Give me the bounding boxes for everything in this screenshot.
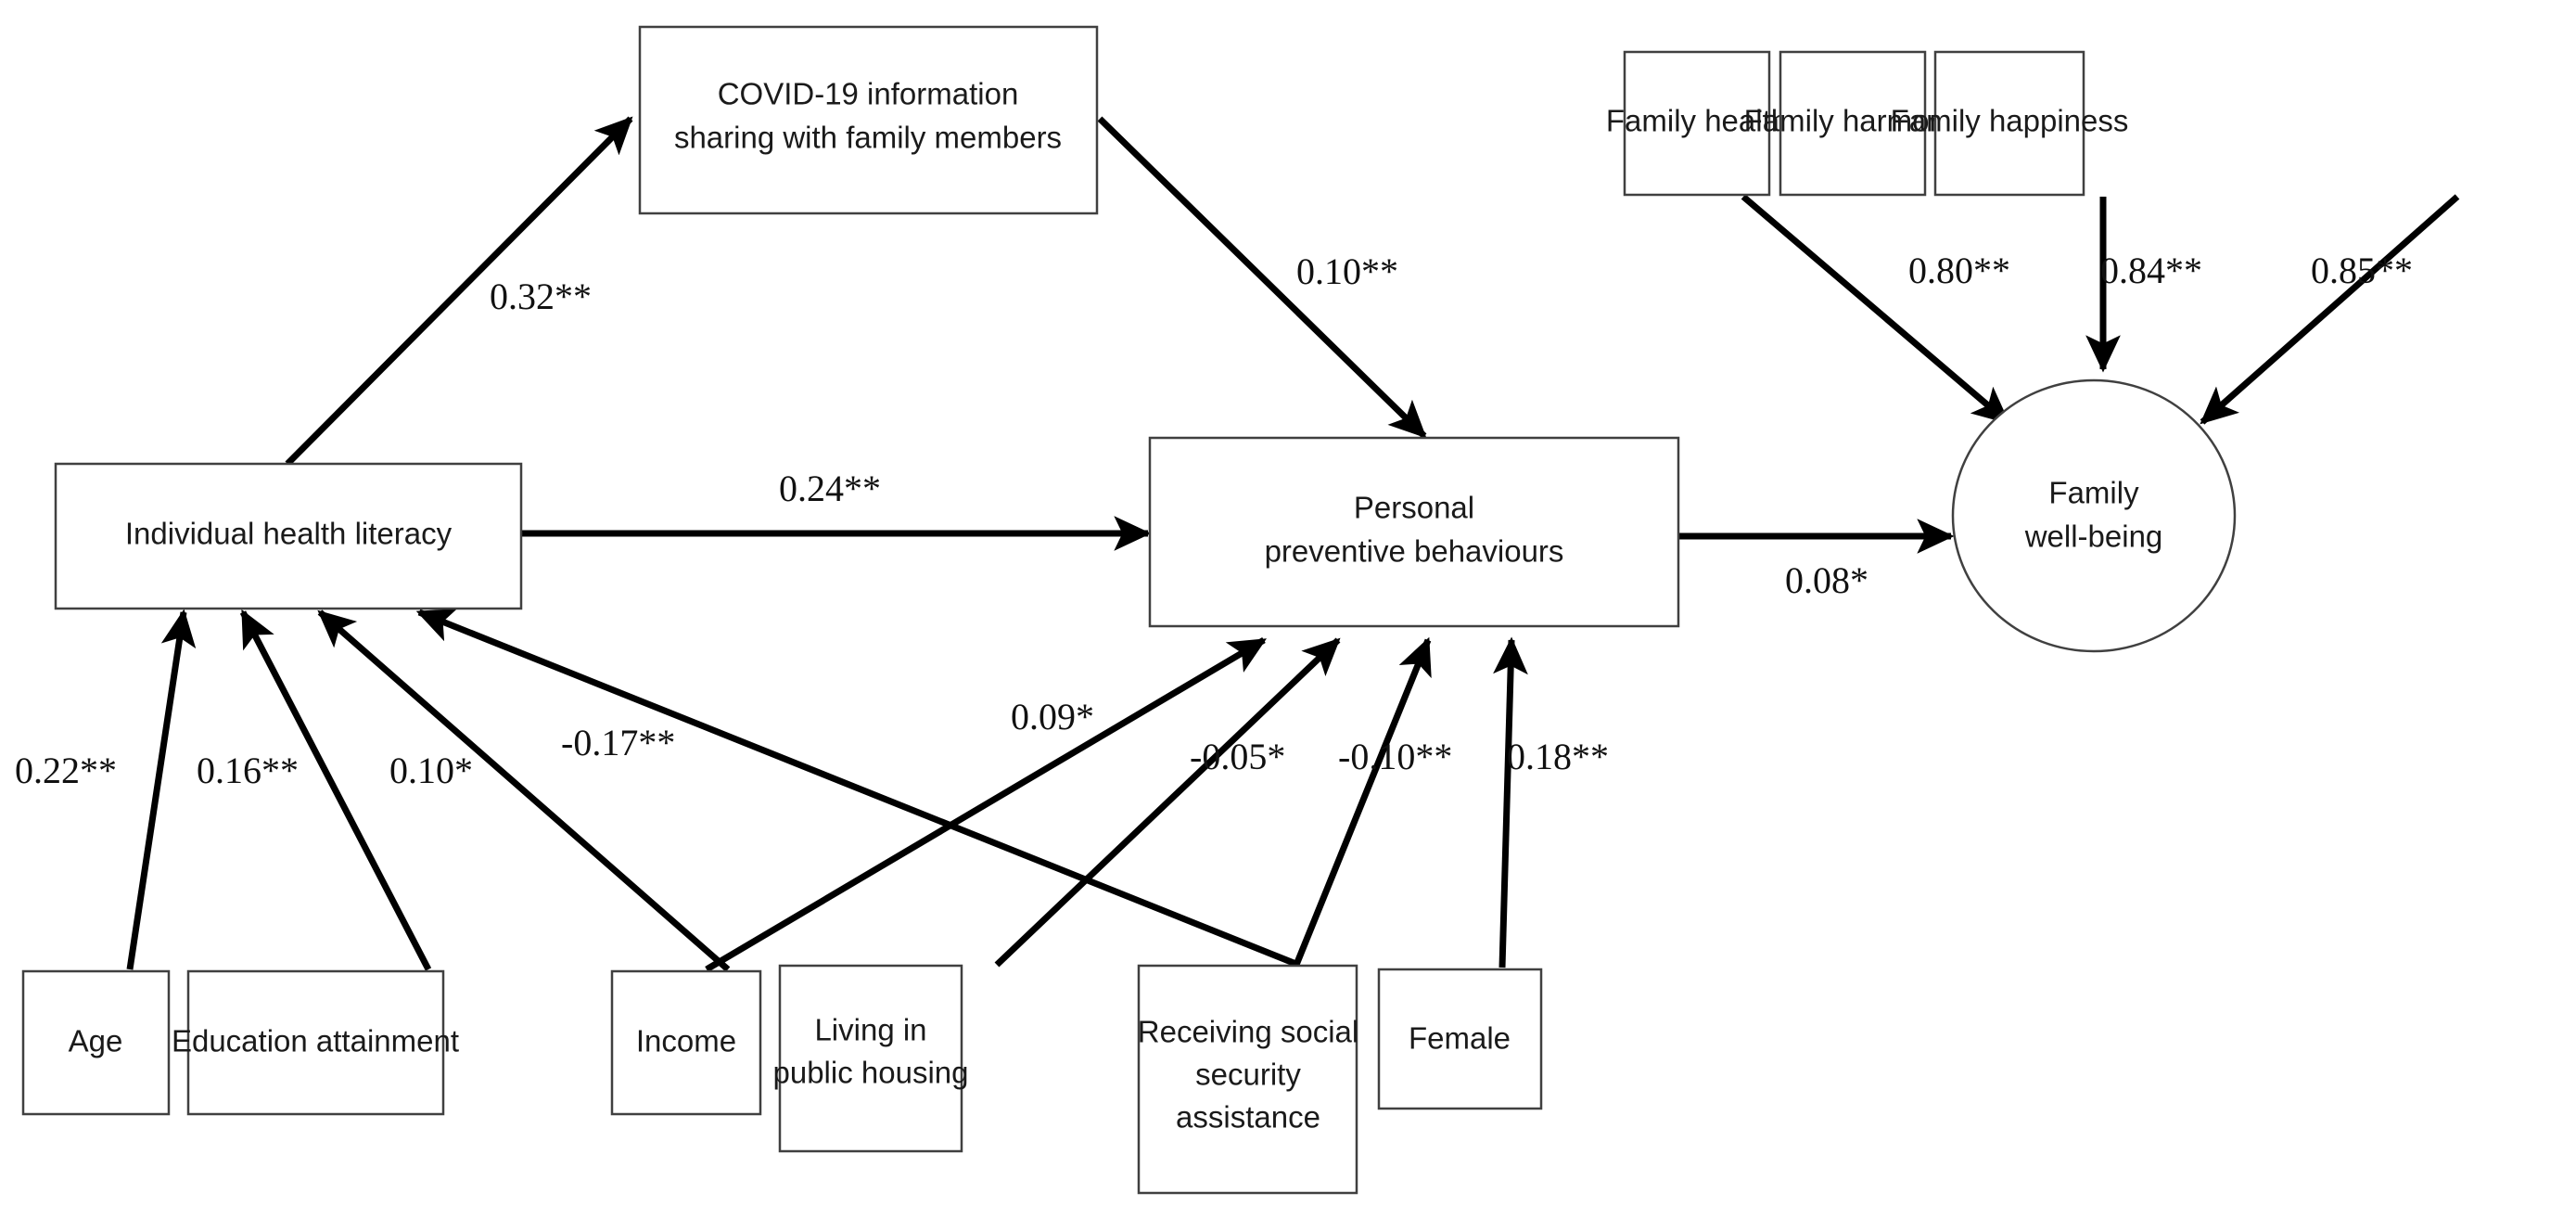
node-rect-family-harmony[interactable] (1779, 50, 1927, 197)
node-family-happiness[interactable]: Family happiness (1891, 50, 2129, 197)
path-line-health-to-wb (1741, 194, 2010, 425)
coef-label-age-to-hl: 0.22** (15, 750, 117, 791)
node-receiving-social-security-assistance[interactable]: Receiving social security assistance (1137, 964, 1358, 1195)
node-rect-public-housing[interactable] (778, 964, 963, 1153)
node-family-health[interactable]: Family health (1606, 50, 1788, 197)
node-label-preventive-line2: preventive behaviours (1265, 534, 1564, 569)
node-family-well-being[interactable]: Family well-being (1951, 378, 2237, 653)
path-lines-layer (126, 116, 2460, 973)
coef-label-covid-to-prev: 0.10** (1296, 250, 1398, 292)
node-label-female: Female (1409, 1021, 1511, 1056)
node-living-in-public-housing[interactable]: Living in public housing (773, 964, 969, 1153)
node-label-family-happiness: Family happiness (1891, 104, 2129, 138)
path-line-socsec-to-hl (415, 609, 1300, 968)
coef-label-happiness-to-wb: 0.85** (2311, 250, 2413, 291)
node-individual-health-literacy[interactable]: Individual health literacy (54, 462, 523, 610)
node-label-family-harmony: Family harmony (1744, 104, 1962, 138)
node-rect-age[interactable] (21, 969, 171, 1116)
node-label-wellbeing-line1: Family (2048, 476, 2139, 510)
node-rect-covid-sharing[interactable] (638, 25, 1099, 215)
path-line-age-to-hl (126, 609, 197, 970)
node-rect-education[interactable] (186, 969, 445, 1116)
coef-label-income-to-prev: 0.09* (1011, 696, 1094, 737)
coef-label-housing-to-prev: -0.05* (1190, 736, 1285, 777)
node-label-education: Education attainment (172, 1024, 459, 1058)
node-covid-information-sharing[interactable]: COVID-19 information sharing with family… (638, 25, 1099, 215)
coef-label-socsec-to-prev: -0.10** (1338, 736, 1452, 777)
node-label-public-housing-line1: Living in (814, 1013, 926, 1047)
node-rect-income[interactable] (610, 969, 762, 1116)
node-rect-family-happiness[interactable] (1933, 50, 2085, 197)
coef-label-harmony-to-wb: 0.84** (2100, 250, 2202, 291)
node-label-family-health: Family health (1606, 104, 1788, 138)
node-label-income: Income (636, 1024, 736, 1058)
node-label-health-literacy: Individual health literacy (125, 517, 453, 551)
node-personal-preventive-behaviours[interactable]: Personal preventive behaviours (1148, 436, 1680, 628)
path-line-edu-to-hl (239, 609, 432, 971)
path-line-covid-to-prev (1097, 116, 1427, 439)
node-label-age: Age (69, 1024, 123, 1058)
node-rect-social-security[interactable] (1137, 964, 1358, 1195)
coefficient-labels-layer: 0.32** 0.10** 0.24** 0.08* 0.80** 0.84**… (15, 250, 2413, 791)
node-rect-family-health[interactable] (1623, 50, 1771, 197)
coef-label-prev-to-wellbeing: 0.08* (1785, 559, 1868, 601)
path-line-income-to-prev (705, 636, 1268, 973)
coef-label-edu-to-hl: 0.16** (197, 750, 299, 791)
node-label-covid-sharing-line1: COVID-19 information (718, 77, 1019, 111)
node-family-harmony[interactable]: Family harmony (1744, 50, 1962, 197)
node-ellipse-wellbeing[interactable] (1951, 378, 2237, 653)
node-label-social-security-line1: Receiving social (1138, 1015, 1358, 1049)
node-income[interactable]: Income (610, 969, 762, 1116)
node-age[interactable]: Age (21, 969, 171, 1116)
coef-label-female-to-prev: 0.18** (1507, 736, 1609, 777)
path-line-female-to-prev (1493, 636, 1528, 968)
node-rect-health-literacy[interactable] (54, 462, 523, 610)
node-female[interactable]: Female (1377, 968, 1543, 1110)
nodes-layer: COVID-19 information sharing with family… (21, 25, 2237, 1195)
node-label-wellbeing-line2: well-being (2024, 519, 2163, 554)
node-education-attainment[interactable]: Education attainment (172, 969, 459, 1116)
node-label-social-security-line3: assistance (1176, 1100, 1320, 1135)
node-label-public-housing-line2: public housing (773, 1056, 969, 1090)
path-line-happiness-to-wb (2200, 194, 2460, 425)
node-label-covid-sharing-line2: sharing with family members (674, 121, 1062, 155)
node-label-social-security-line2: security (1195, 1058, 1301, 1092)
coef-label-socsec-to-hl: -0.17** (561, 722, 675, 763)
path-line-hl-to-covid (285, 116, 633, 467)
coef-label-hl-to-covid: 0.32** (490, 276, 592, 317)
node-rect-preventive[interactable] (1148, 436, 1680, 628)
path-line-socsec-to-prev (1293, 636, 1432, 967)
node-rect-female[interactable] (1377, 968, 1543, 1110)
coef-label-income-to-hl: 0.10* (389, 750, 473, 791)
coef-label-health-to-wb: 0.80** (1908, 250, 2010, 291)
node-label-preventive-line1: Personal (1354, 491, 1474, 525)
path-line-housing-to-prev (994, 637, 1341, 968)
coef-label-hl-to-prev: 0.24** (779, 468, 881, 509)
path-line-income-to-hl (317, 609, 731, 972)
